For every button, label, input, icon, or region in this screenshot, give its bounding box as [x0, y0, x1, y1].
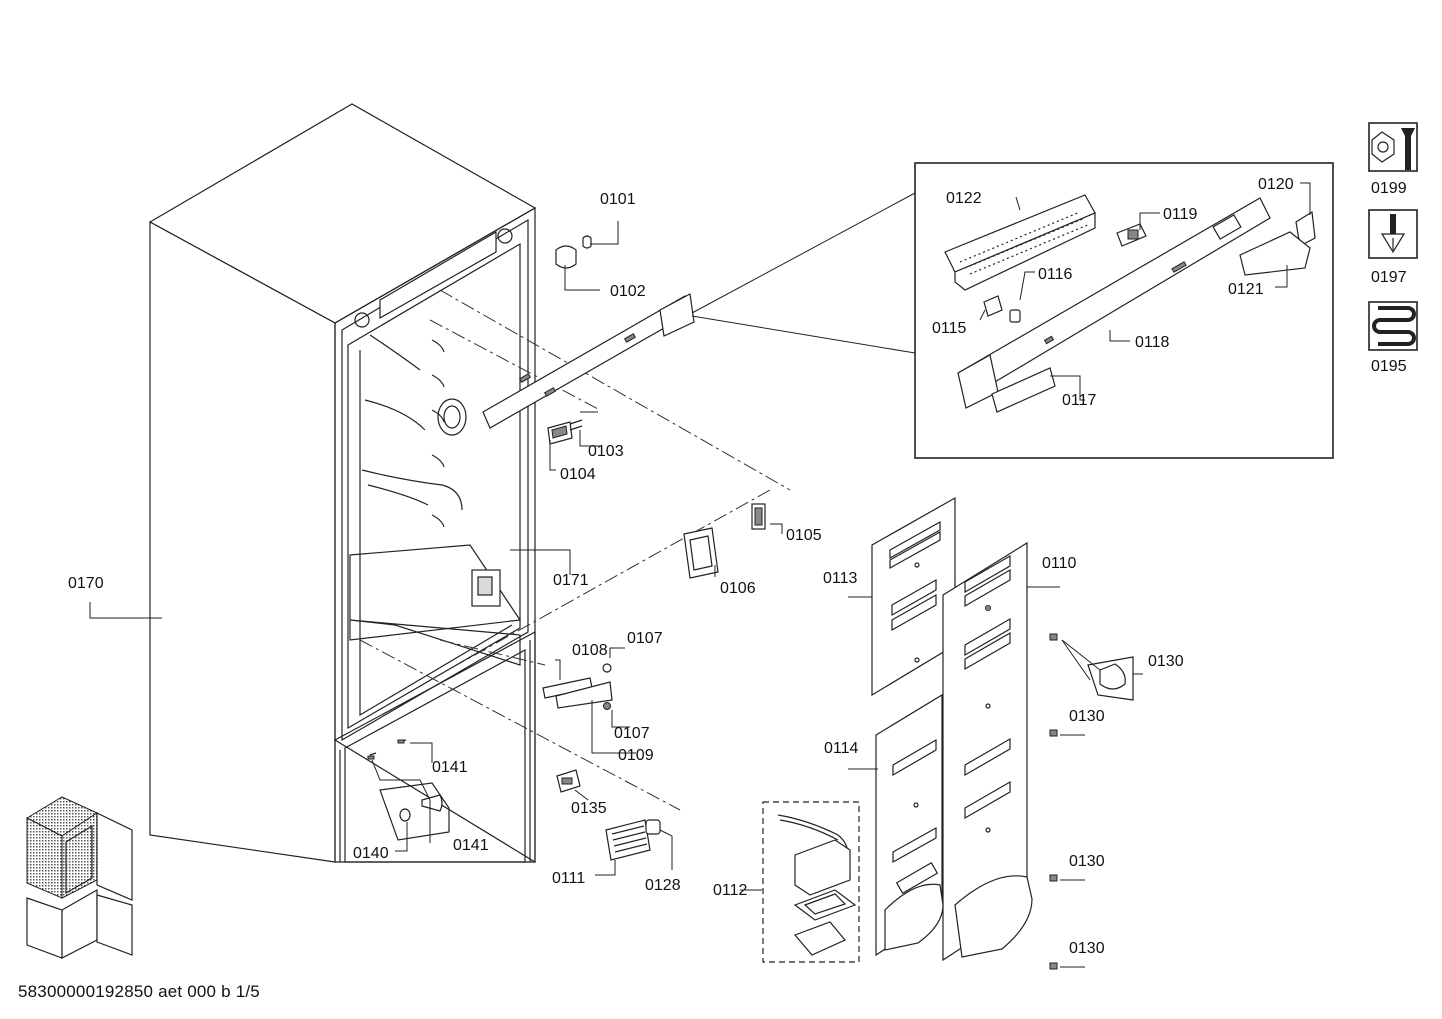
callout-0118: 0118 [1135, 334, 1170, 351]
part-0128-cap[interactable] [645, 819, 661, 835]
part-0115-0116-sensor[interactable] [983, 295, 1021, 323]
callout-0106: 0106 [720, 580, 756, 597]
callout-0121: 0121 [1228, 281, 1264, 298]
part-0120-0121-clip[interactable] [1239, 210, 1316, 276]
part-0101-0102-clip[interactable] [555, 235, 592, 269]
side-code-0195: 0195 [1371, 358, 1407, 375]
fridge-thumbnail [25, 796, 133, 959]
callout-0128: 0128 [645, 877, 681, 894]
leader-lines [89, 182, 1311, 968]
part-0130-screws[interactable] [1049, 633, 1134, 970]
screwdriver-icon [1368, 209, 1418, 259]
drawing-id-footer: 58300000192850 aet 000 b 1/5 [18, 982, 260, 1001]
assembly-guide-lines [359, 289, 791, 811]
side-code-0199: 0199 [1371, 180, 1407, 197]
callout-0171: 0171 [553, 572, 589, 589]
callout-0141-top: 0141 [432, 759, 468, 776]
callout-0117: 0117 [1062, 392, 1097, 409]
callout-labels: 0101 0102 0103 0104 0105 0106 0107 0108 … [68, 176, 1407, 957]
callout-0141-bottom: 0141 [453, 837, 489, 854]
callout-0111: 0111 [552, 870, 585, 887]
heating-coil-icon [1368, 301, 1418, 351]
callout-0170: 0170 [68, 575, 104, 592]
part-0140-0141-thermostat-knob[interactable] [367, 739, 450, 841]
callout-0102: 0102 [610, 283, 646, 300]
callout-0140: 0140 [353, 845, 389, 862]
part-0118-rail-detail[interactable] [957, 197, 1271, 409]
callout-0107-top: 0107 [627, 630, 663, 647]
nut-wrench-icon [1368, 122, 1418, 172]
callout-0103: 0103 [588, 443, 624, 460]
callout-0119: 0119 [1163, 206, 1198, 223]
fridge-cabinet [148, 103, 537, 864]
callout-0105: 0105 [786, 527, 822, 544]
side-code-0197: 0197 [1371, 269, 1407, 286]
part-0113-panel[interactable] [871, 496, 956, 697]
callout-0113: 0113 [823, 570, 858, 587]
callout-0110: 0110 [1042, 555, 1077, 572]
part-light-rail[interactable] [482, 293, 695, 429]
callout-0130-d: 0130 [1069, 940, 1105, 957]
callout-0109: 0109 [618, 747, 654, 764]
detail-inset [691, 162, 1334, 459]
callout-0116: 0116 [1038, 266, 1073, 283]
callout-0135: 0135 [571, 800, 607, 817]
part-0103-0104-lamp-holder[interactable] [547, 419, 583, 445]
part-0117-strip[interactable] [991, 367, 1056, 413]
part-0112-assembly[interactable] [762, 801, 860, 963]
callout-0104: 0104 [560, 466, 596, 483]
callout-0130-c: 0130 [1069, 853, 1105, 870]
callout-0115: 0115 [932, 320, 967, 337]
part-0111-grille[interactable] [605, 819, 651, 861]
part-0110-panel[interactable] [942, 541, 1033, 962]
callout-0130-b: 0130 [1069, 708, 1105, 725]
callout-0114: 0114 [824, 740, 859, 757]
callout-0101: 0101 [600, 191, 636, 208]
callout-0112: 0112 [713, 882, 748, 899]
part-0106-seal[interactable] [683, 527, 719, 579]
part-0114-panel[interactable] [875, 693, 944, 957]
part-0108-0109-hinge-bracket[interactable] [542, 663, 613, 710]
part-0119-switch[interactable] [1116, 223, 1147, 247]
callout-0120: 0120 [1258, 176, 1294, 193]
callout-0122: 0122 [946, 190, 982, 207]
callout-0107-bottom: 0107 [614, 725, 650, 742]
part-0135-switch[interactable] [556, 769, 581, 793]
callout-0108: 0108 [572, 642, 608, 659]
callout-0130-a: 0130 [1148, 653, 1184, 670]
part-0122-module[interactable] [944, 194, 1096, 291]
part-0105-light-cover[interactable] [751, 503, 766, 530]
